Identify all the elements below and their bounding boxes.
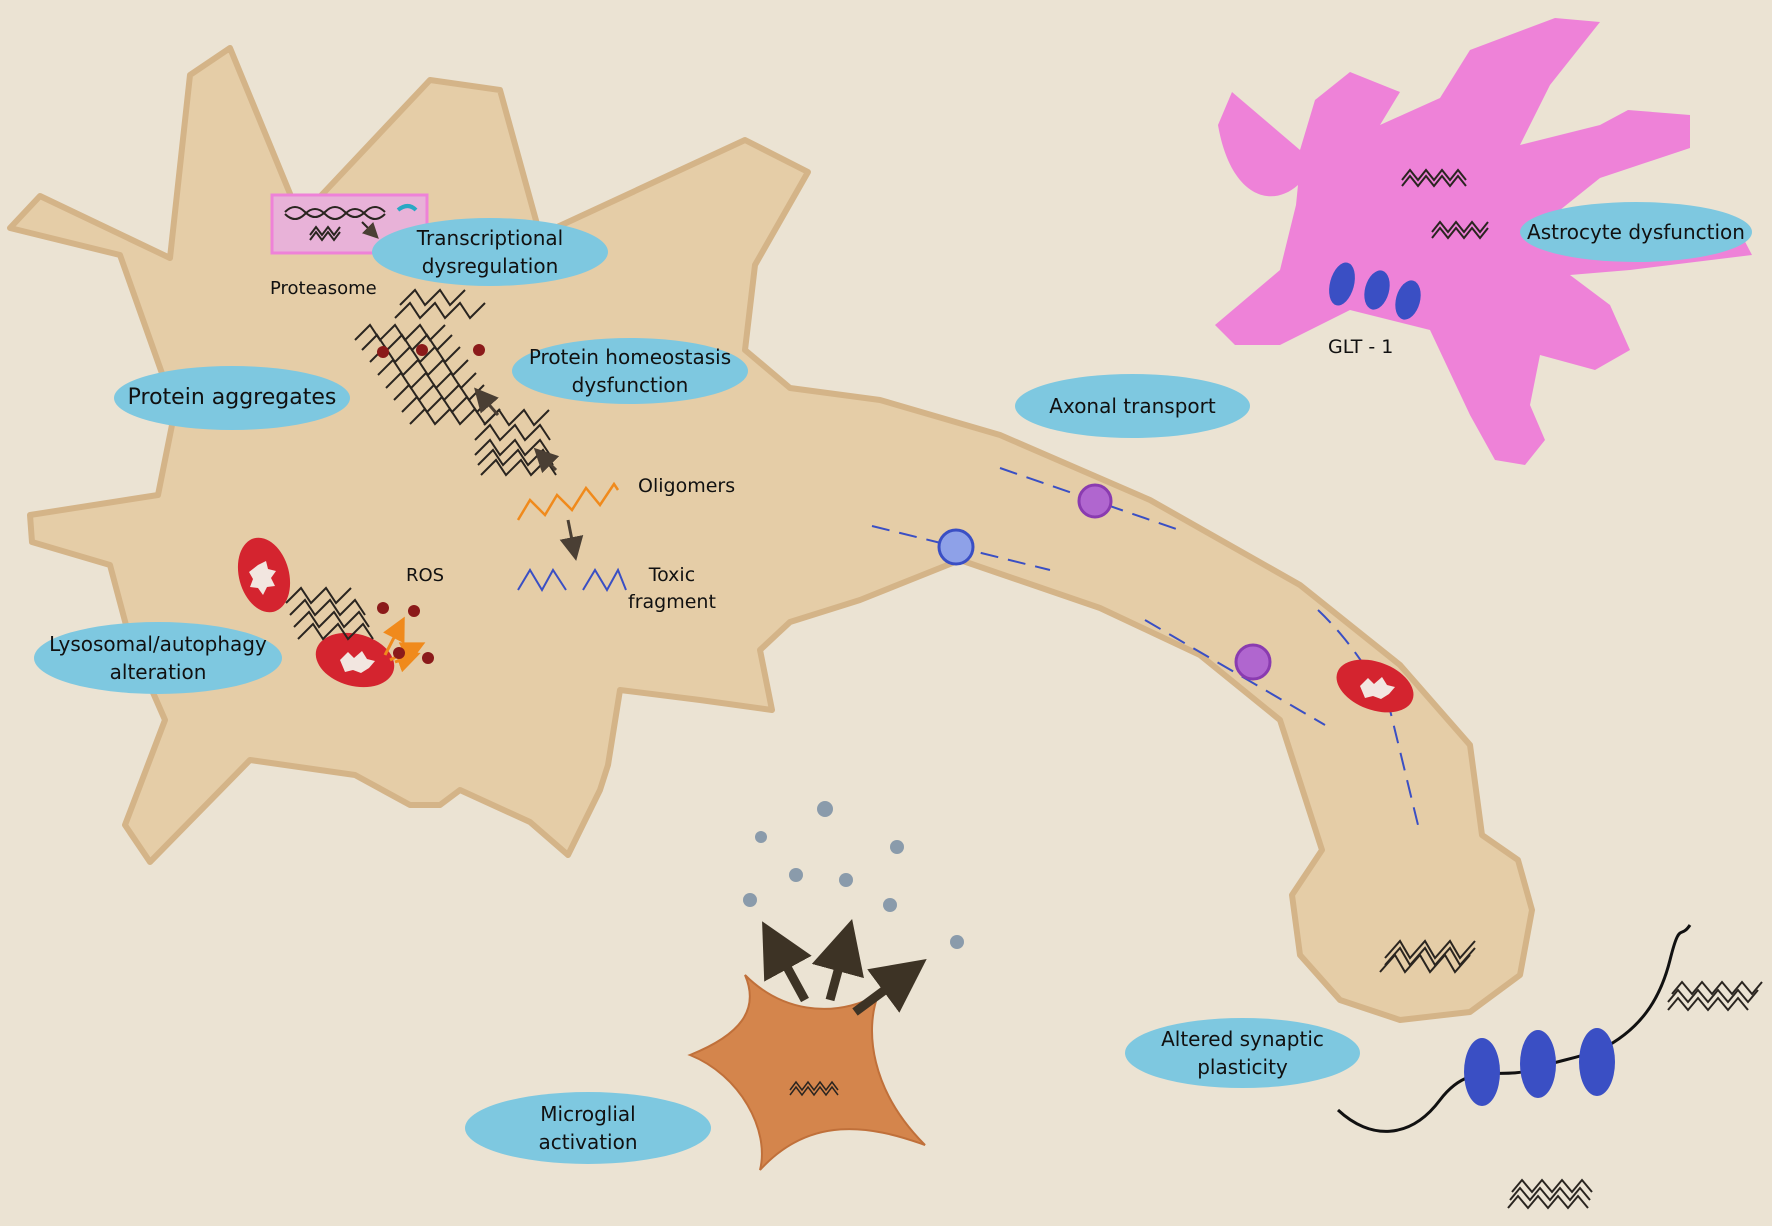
arrow-to-mid-aggregate bbox=[533, 447, 560, 474]
axon-mitochondrion bbox=[1336, 659, 1414, 713]
synaptic-line-1: Altered synaptic bbox=[1161, 1027, 1324, 1051]
astrocyte-aggregates bbox=[1401, 168, 1489, 240]
astrocyte-dysfunction-label: Astrocyte dysfunction bbox=[1520, 202, 1752, 262]
toxic-line-2: fragment bbox=[628, 591, 716, 613]
oligomer-zigzag bbox=[516, 481, 620, 521]
vesicle-circles bbox=[937, 483, 1272, 681]
mitochondrion-upper bbox=[237, 537, 291, 613]
astrocyte-dysfunction-text: Astrocyte dysfunction bbox=[1527, 220, 1745, 244]
synaptic-aggregates bbox=[1507, 980, 1763, 1210]
proteostasis-line-2: dysfunction bbox=[571, 373, 689, 397]
microglia bbox=[687, 974, 926, 1171]
protein-aggregate-stack bbox=[354, 288, 501, 426]
synaptic-membrane bbox=[1336, 924, 1692, 1133]
synaptic-plasticity-label: Altered synaptic plasticity bbox=[1125, 1018, 1360, 1088]
arrow-to-toxic-fragment bbox=[559, 519, 584, 561]
arrow-to-aggregates bbox=[474, 387, 500, 416]
proteostasis-line-1: Protein homeostasis bbox=[528, 345, 732, 369]
proteasome-dots bbox=[377, 344, 485, 358]
microglia-aggregate bbox=[789, 1080, 839, 1097]
glt1-transporters bbox=[1329, 262, 1421, 320]
glt1-label: GLT - 1 bbox=[1328, 336, 1394, 358]
microglial-line-2: activation bbox=[538, 1130, 638, 1154]
toxic-fragment-label: Toxic fragment bbox=[628, 562, 716, 616]
toxic-fragment-shapes bbox=[517, 567, 627, 593]
proteasome-label: Proteasome bbox=[270, 278, 377, 299]
transcriptional-dysregulation-label: Transcriptional dysregulation bbox=[372, 218, 608, 286]
lysosome-aggregate bbox=[285, 586, 374, 641]
lysosomal-line-2: alteration bbox=[109, 660, 207, 684]
microglial-line-1: Microglial bbox=[540, 1102, 636, 1126]
synaptic-receptors bbox=[1464, 1028, 1615, 1106]
microglial-activation-label: Microglial activation bbox=[465, 1092, 711, 1164]
protein-aggregates-text: Protein aggregates bbox=[127, 385, 337, 410]
ros-arrows bbox=[383, 616, 426, 673]
transcriptional-line-2: dysregulation bbox=[421, 254, 559, 278]
proteostasis-label: Protein homeostasis dysfunction bbox=[512, 338, 748, 404]
astrocyte bbox=[1215, 18, 1752, 465]
axonal-transport-text: Axonal transport bbox=[1049, 394, 1216, 418]
synaptic-line-2: plasticity bbox=[1197, 1055, 1288, 1079]
transcriptional-line-1: Transcriptional bbox=[416, 226, 564, 250]
toxic-line-1: Toxic bbox=[648, 564, 696, 586]
ros-dots bbox=[377, 602, 434, 664]
axonal-transport-label: Axonal transport bbox=[1015, 374, 1250, 438]
ros-label: ROS bbox=[406, 565, 445, 586]
lysosomal-line-1: Lysosomal/autophagy bbox=[49, 632, 267, 656]
cytokine-dots bbox=[743, 801, 964, 949]
terminal-aggregate bbox=[1379, 939, 1476, 974]
cytokine-arrows bbox=[762, 918, 927, 1016]
lysosomal-label: Lysosomal/autophagy alteration bbox=[34, 622, 282, 694]
neuron bbox=[7, 45, 1535, 1023]
oligomers-label: Oligomers bbox=[638, 475, 736, 497]
protein-aggregates-label: Protein aggregates bbox=[114, 366, 350, 430]
mitochondrion-lower bbox=[315, 632, 395, 688]
